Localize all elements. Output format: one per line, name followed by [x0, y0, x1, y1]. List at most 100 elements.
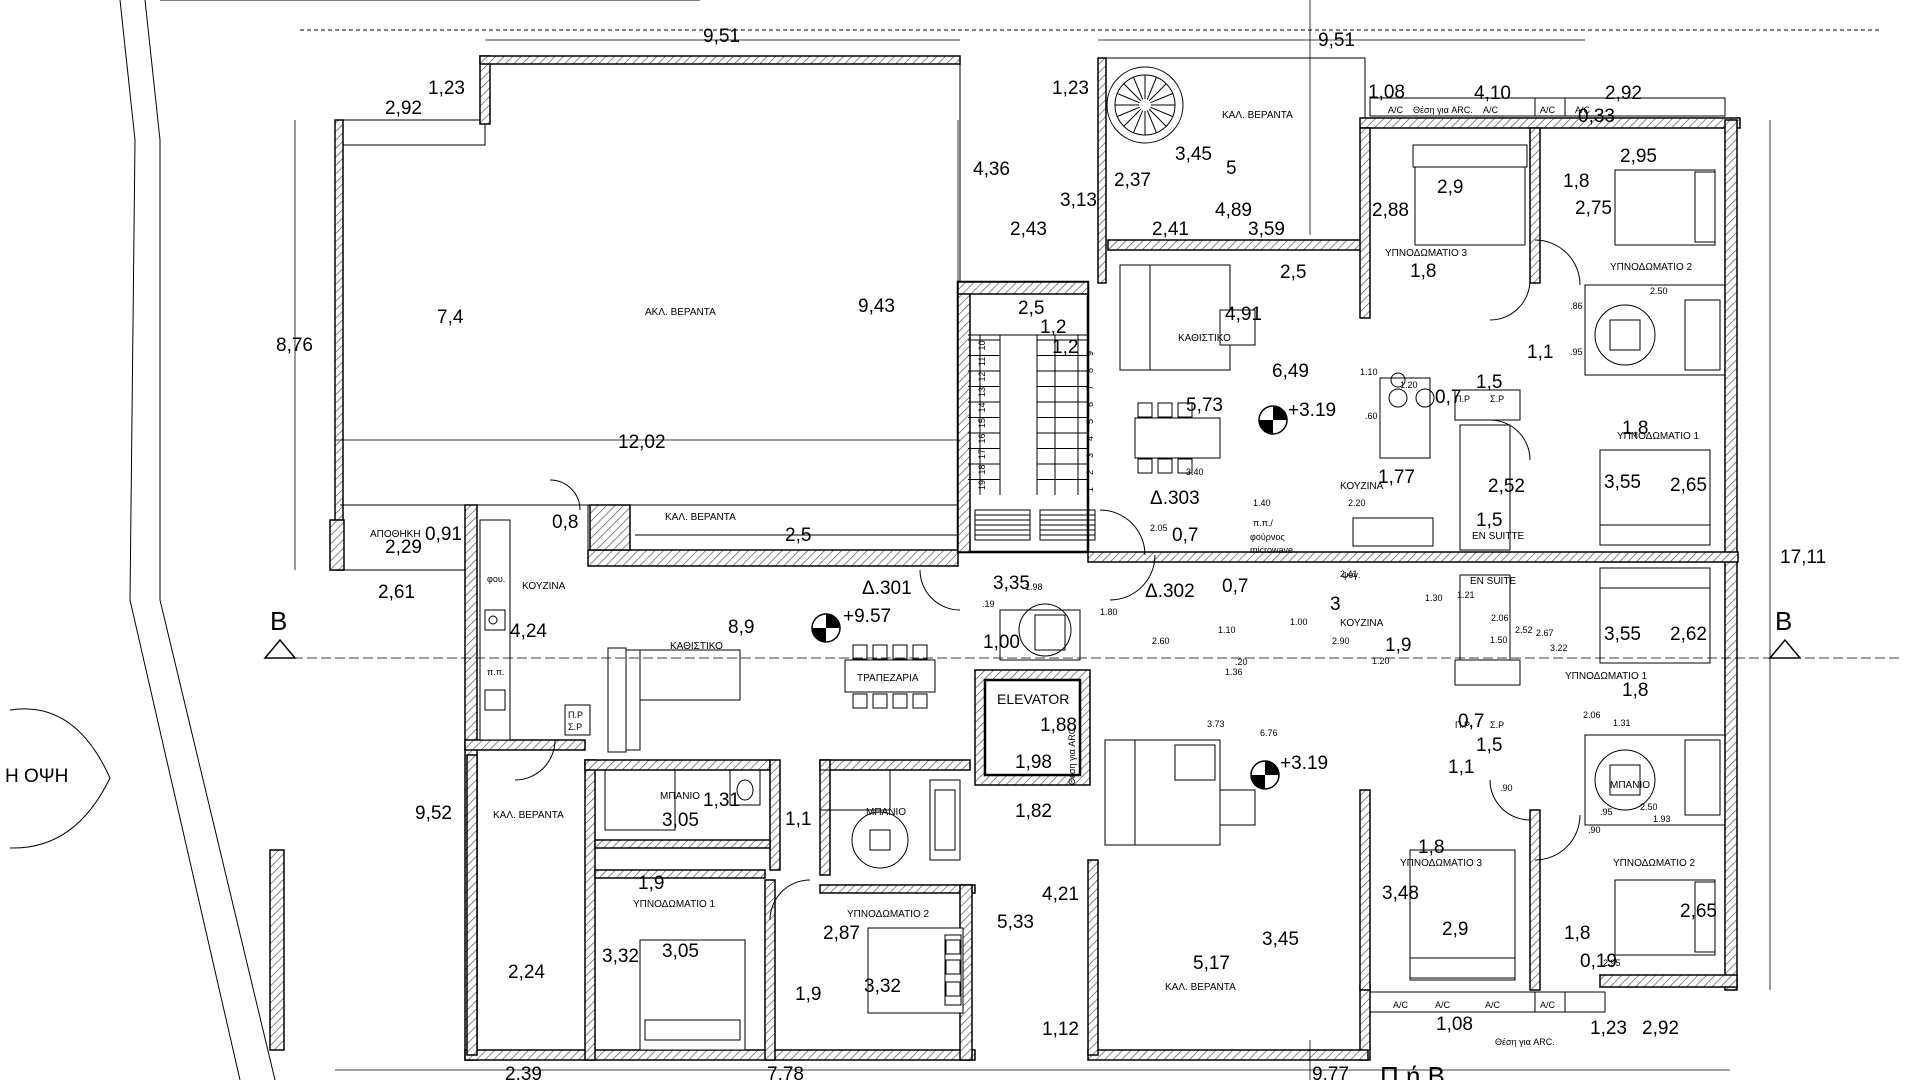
dimension-d56: 2,5: [1280, 262, 1306, 283]
dimension-d77: 1,5: [1476, 735, 1502, 756]
room-kouzina-r2: ΚΟΥΖΙΝΑ: [1340, 618, 1384, 629]
room-kal-veranta-left: ΚΑΛ. ΒΕΡΑΝΤΑ: [493, 810, 564, 821]
dimension-d59: 5,73: [1186, 395, 1223, 416]
label-fournos: φούρνος: [1250, 532, 1285, 542]
dimension-d87: 0,19: [1580, 951, 1617, 972]
dimension-d58: 6,49: [1272, 361, 1309, 382]
ac-label-6: A/C: [1435, 1000, 1451, 1010]
dimension-d8: 2,43: [1010, 219, 1047, 240]
dimension-d55: 1,8: [1410, 261, 1436, 282]
ac-label-1: A/C: [1388, 105, 1404, 115]
small-dimension-s9: .19: [982, 599, 995, 609]
room-trapezaria: ΤΡΑΠΕΖΑΡΙΑ: [857, 673, 919, 684]
dimension-d53: 2,88: [1372, 200, 1409, 221]
dimension-d74: 2,62: [1670, 624, 1707, 645]
dimension-d3: 8,76: [276, 335, 313, 356]
dimension-d34: 2,24: [508, 962, 545, 983]
ac-spot-bottom: Θέση για ARC.: [1495, 1037, 1555, 1047]
site-boundary: [119, 0, 1880, 1080]
dimension-d75: 1,8: [1622, 680, 1648, 701]
dimension-d18: 4,24: [510, 621, 547, 642]
dimension-d44: 2,41: [1152, 219, 1189, 240]
dimension-d93: 9,77: [1312, 1064, 1349, 1080]
level-elev-left: +9.57: [843, 606, 891, 627]
ac-label-5: A/C: [1393, 1000, 1409, 1010]
spiral-stair-step: [1133, 77, 1144, 100]
apartments-302-303: [1087, 57, 1741, 1061]
spiral-stair-step: [1146, 110, 1157, 133]
dimension-d32: 3,32: [864, 976, 901, 997]
room-ypno2-top: ΥΠΝΟΔΩΜΑΤΙΟ 2: [1610, 262, 1693, 273]
label-fou: φου.: [487, 574, 505, 584]
ac-label-8: A/C: [1540, 1000, 1556, 1010]
level-d303: Δ.303: [1150, 488, 1200, 509]
room-kathistiko-right: ΚΑΘΙΣΤΙΚΟ: [1178, 333, 1231, 344]
elevation-marker: Η ΟΨΗ: [5, 708, 111, 849]
dim-top-right: 9,51: [1318, 30, 1355, 51]
small-dimension-s17: 3.22: [1550, 643, 1568, 653]
dimension-d52: 1,8: [1563, 171, 1589, 192]
dimension-d19: 8,9: [728, 617, 754, 638]
stair-number: 3: [1085, 453, 1095, 458]
dimension-d76: 0,7: [1458, 711, 1484, 732]
dimension-d72: 1,9: [1385, 635, 1411, 656]
dimension-d83: 3,45: [1262, 929, 1299, 950]
dimension-d65: 2,52: [1488, 476, 1525, 497]
room-akl-veranta: ΑΚΛ. ΒΕΡΑΝΤΑ: [645, 307, 716, 318]
spiral-stair-step: [1133, 110, 1144, 133]
dimension-d26: 1,1: [785, 809, 811, 830]
small-dimension-s31: .95: [1600, 807, 1613, 817]
dimension-d5: 9,43: [858, 296, 895, 317]
dimension-d7: 12,02: [618, 432, 666, 453]
dimension-d27: 1,82: [1015, 801, 1052, 822]
ac-spot-vertical: Θέση για ARC.: [1067, 725, 1077, 785]
dimension-d38: 1,23: [1052, 78, 1089, 99]
dimension-d84: 5,17: [1193, 953, 1230, 974]
small-dimension-s15: 2.52: [1515, 625, 1533, 635]
dimension-d12: 0,8: [552, 512, 578, 533]
room-ypnodomatio-2-left: ΥΠΝΟΔΩΜΑΤΙΟ 2: [847, 909, 930, 920]
dimension-d47: 4,10: [1474, 83, 1511, 104]
ac-label-3: A/C: [1540, 105, 1556, 115]
dimension-d70: 0,7: [1222, 576, 1248, 597]
dimension-d39: 3,13: [1060, 190, 1097, 211]
small-dimension-s5: 1.40: [1253, 498, 1271, 508]
dimension-d22: 1,98: [1015, 752, 1052, 773]
small-dimension-s25: 3.73: [1207, 719, 1225, 729]
small-dimension-s26: 6.76: [1260, 728, 1278, 738]
dimension-d61: 0,7: [1435, 387, 1461, 408]
dimension-d13: 0,91: [425, 524, 462, 545]
small-dimension-s12: 1.30: [1425, 593, 1443, 603]
section-marker-right: B: [1768, 606, 1802, 659]
small-dimension-s36: .86: [1570, 301, 1583, 311]
dimension-d88: 1,12: [1042, 1019, 1079, 1040]
spiral-stair-step: [1117, 93, 1140, 104]
stair-number: 1: [1085, 487, 1095, 492]
dimension-d54: 2,75: [1575, 198, 1612, 219]
stair-number: 7: [1085, 385, 1095, 390]
label-pp-left: π.π.: [487, 667, 504, 677]
dimension-d20: 1,00: [983, 632, 1020, 653]
room-kal-veranta-mid: ΚΑΛ. ΒΕΡΑΝΤΑ: [665, 512, 736, 523]
small-dimension-s7: 2.05: [1150, 523, 1168, 533]
dimension-d82: 2,9: [1442, 919, 1468, 940]
dimension-d81: 3,48: [1382, 883, 1419, 904]
stair-number: 11: [977, 357, 987, 366]
label-psy: ψυγ.: [1342, 570, 1360, 580]
dimension-lines: [265, 0, 1900, 1080]
dimension-d33: 1,9: [795, 984, 821, 1005]
stair-number: 16: [977, 433, 987, 443]
dimension-d15: 2,61: [378, 582, 415, 603]
stair-number: 8: [1085, 368, 1095, 373]
small-dimension-s27: 2.06: [1583, 710, 1601, 720]
dimension-d68: 1,5: [1476, 510, 1502, 531]
stair-number: 15: [977, 418, 987, 428]
dimension-d37: 7,78: [767, 1064, 804, 1080]
spiral-stair-step: [1146, 77, 1157, 100]
spiral-stair-step: [1148, 108, 1167, 127]
stair-number: 12: [977, 371, 987, 381]
dimension-d64: 1,77: [1378, 467, 1415, 488]
dimension-d14: 2,29: [385, 537, 422, 558]
dimension-d28: 1,9: [638, 873, 664, 894]
